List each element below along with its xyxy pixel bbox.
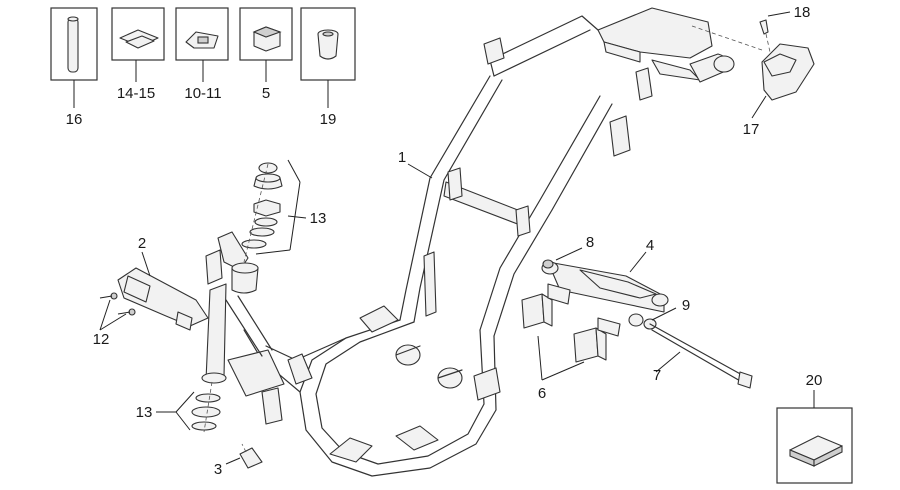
swing-arm-assembly <box>521 259 753 389</box>
callout-13-upper: 13 <box>310 210 327 227</box>
bearing-stack-lower <box>191 381 221 433</box>
callout-labels: 1 2 3 4 6 7 8 9 12 13 13 17 18 <box>93 4 811 478</box>
label-10-11: 10-11 <box>184 85 221 102</box>
part-box-14-15[interactable]: 14-15 <box>111 7 165 102</box>
callout-3: 3 <box>214 461 222 478</box>
callout-18: 18 <box>794 4 811 21</box>
label-19: 19 <box>320 111 337 128</box>
part-box-5[interactable]: 5 <box>239 7 293 102</box>
callout-7: 7 <box>653 367 661 384</box>
label-20: 20 <box>806 372 823 389</box>
callout-8: 8 <box>586 234 594 251</box>
callout-2: 2 <box>138 235 146 252</box>
callout-9: 9 <box>682 297 690 314</box>
label-16: 16 <box>66 111 83 128</box>
frame-drawing <box>201 7 735 477</box>
part-box-19[interactable]: 19 <box>300 7 356 128</box>
callout-13-lower: 13 <box>136 404 153 421</box>
callout-6: 6 <box>538 385 546 402</box>
part-box-20[interactable]: 20 <box>776 372 853 484</box>
bracket-2 <box>99 267 209 331</box>
part-box-10-11[interactable]: 10-11 <box>175 7 229 102</box>
label-5: 5 <box>262 85 270 102</box>
bearing-stack-upper <box>241 162 283 263</box>
label-14-15: 14-15 <box>117 85 155 102</box>
leader-lines <box>99 11 791 465</box>
callout-1: 1 <box>398 149 406 166</box>
part-box-16[interactable]: 16 <box>50 7 98 128</box>
callout-17: 17 <box>743 121 760 138</box>
clip-3 <box>239 443 263 469</box>
callout-4: 4 <box>646 237 654 254</box>
callout-12: 12 <box>93 331 110 348</box>
cover-17 <box>691 19 815 101</box>
